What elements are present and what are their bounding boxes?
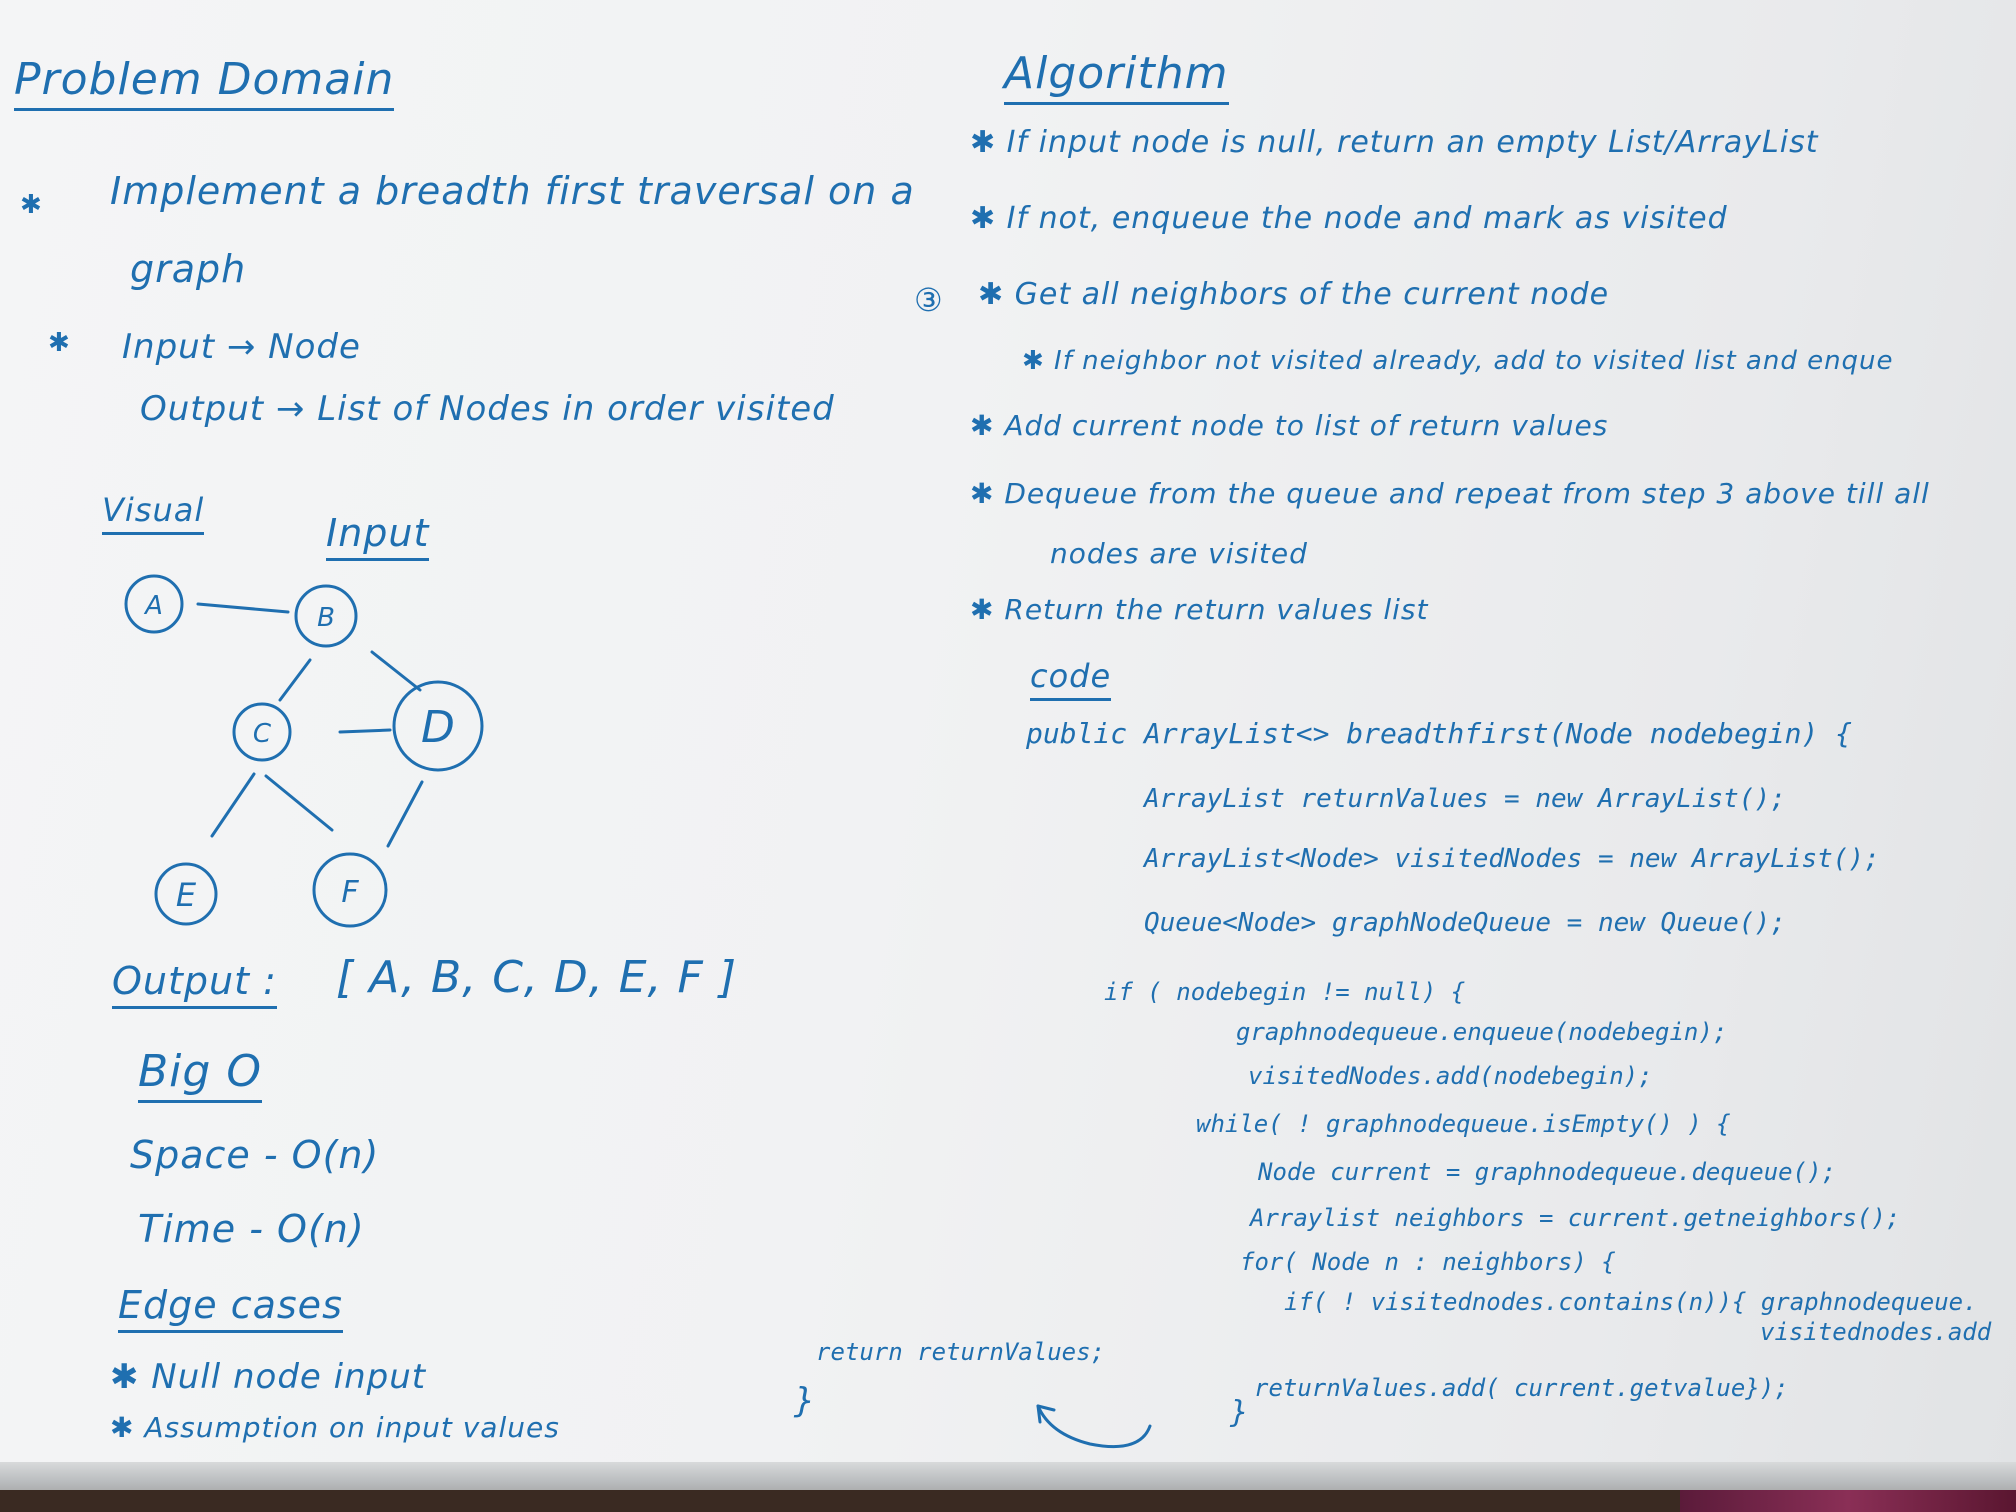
edge-case-1: ✱ Null node input	[110, 1357, 427, 1397]
code-line-17: }	[794, 1381, 815, 1421]
edge-case-2: ✱ Assumption on input values	[110, 1411, 560, 1444]
output-label: Output :	[112, 962, 277, 1009]
code-line-13: visitednodes.add	[1760, 1318, 1992, 1346]
code-line-1: public ArrayList<> breadthfirst(Node nod…	[1026, 717, 1853, 750]
algorithm-step-3: ✱ Get all neighbors of the current node	[978, 277, 1610, 312]
code-line-9: Node current = graphnodequeue.dequeue();	[1258, 1158, 1836, 1186]
time-complexity: Time - O(n)	[138, 1207, 365, 1251]
code-line-3: ArrayList<Node> visitedNodes = new Array…	[1144, 844, 1880, 874]
node-b-circle	[294, 584, 358, 648]
algorithm-step-1: ✱ If input node is null, return an empty…	[970, 125, 1819, 160]
graph-diagram: A B C D E F	[124, 574, 484, 928]
bullet-icon: ✱	[48, 328, 71, 358]
output-value: [ A, B, C, D, E, F ]	[336, 952, 737, 1003]
node-a-circle	[124, 574, 184, 634]
code-title: code	[1030, 660, 1112, 701]
flowers-decoration	[1680, 1490, 2016, 1512]
code-line-7: visitedNodes.add(nodebegin);	[1248, 1062, 1653, 1090]
code-line-5: if ( nodebegin != null) {	[1104, 978, 1466, 1006]
code-line-10: Arraylist neighbors = current.getneighbo…	[1250, 1204, 1901, 1232]
node-e-label: E	[176, 876, 197, 914]
node-f-circle	[312, 852, 388, 928]
problem-line-1: Implement a breadth first traversal on a	[110, 169, 915, 213]
bullet-icon: ✱	[20, 190, 43, 220]
visual-label: Visual	[102, 494, 205, 535]
node-e-circle	[154, 862, 218, 926]
algorithm-step-3a: ✱ If neighbor not visited already, add t…	[1022, 346, 1894, 376]
node-d-label: D	[421, 702, 455, 753]
space-complexity: Space - O(n)	[130, 1133, 380, 1177]
code-line-11: for( Node n : neighbors) {	[1240, 1248, 1616, 1276]
input-label: Input	[326, 514, 430, 561]
curved-arrow-icon	[1036, 1404, 1152, 1449]
algorithm-step-5: ✱ Dequeue from the queue and repeat from…	[970, 477, 1930, 510]
node-b-label: B	[317, 603, 335, 633]
problem-line-2: graph	[130, 247, 247, 291]
code-line-8: while( ! graphnodequeue.isEmpty() ) {	[1196, 1110, 1731, 1138]
code-line-14: returnValues.add( current.getvalue});	[1254, 1374, 1789, 1402]
node-c-circle	[232, 702, 292, 762]
node-c-label: C	[253, 719, 272, 749]
node-a-label: A	[143, 591, 163, 621]
algorithm-title: Algorithm	[1004, 52, 1229, 105]
big-o-title: Big O	[138, 1050, 262, 1103]
algorithm-step-4: ✱ Add current node to list of return val…	[970, 409, 1609, 442]
code-line-12: if( ! visitednodes.contains(n)){ graphno…	[1284, 1288, 1978, 1316]
algorithm-step-6: ✱ Return the return values list	[970, 593, 1429, 626]
output-line: Output → List of Nodes in order visited	[140, 389, 835, 429]
whiteboard: Problem Domain ✱ Implement a breadth fir…	[0, 0, 2016, 1470]
input-line: Input → Node	[122, 327, 361, 367]
step-3-marker: ③	[914, 281, 944, 319]
algorithm-step-5-cont: nodes are visited	[1050, 537, 1308, 570]
node-f-label: F	[341, 875, 359, 910]
edge-cases-title: Edge cases	[118, 1286, 343, 1333]
node-d-circle	[392, 680, 484, 772]
code-line-2: ArrayList returnValues = new ArrayList()…	[1144, 784, 1786, 814]
code-line-16: return returnValues;	[816, 1338, 1105, 1366]
algorithm-step-2: ✱ If not, enqueue the node and mark as v…	[970, 201, 1728, 236]
problem-domain-title: Problem Domain	[14, 58, 395, 111]
floor-strip	[0, 1490, 2016, 1512]
code-line-4: Queue<Node> graphNodeQueue = new Queue()…	[1144, 908, 1786, 938]
code-line-6: graphnodequeue.enqueue(nodebegin);	[1236, 1018, 1728, 1046]
code-line-15: }	[1230, 1395, 1249, 1430]
